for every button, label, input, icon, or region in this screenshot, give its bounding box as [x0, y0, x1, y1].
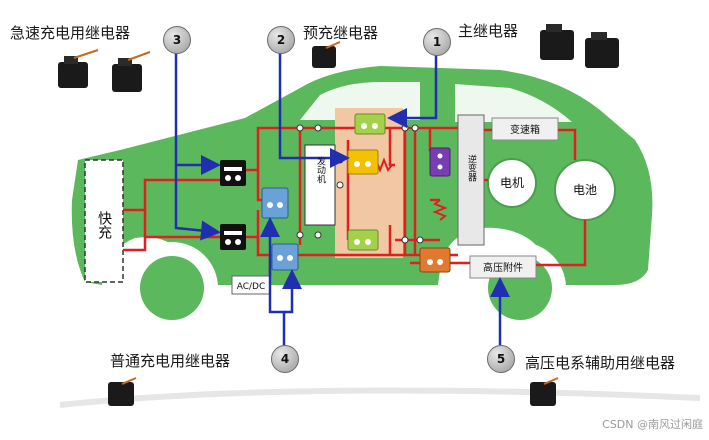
arrow-4b	[282, 269, 302, 314]
arrow-4a	[260, 217, 286, 345]
relay-photo-hv-aux	[530, 377, 559, 406]
acdc-label: AC/DC	[237, 282, 266, 292]
motor	[487, 158, 537, 208]
relay-normal-top	[261, 187, 289, 219]
label-precharge-relay: 预充继电器	[303, 24, 379, 42]
badge-5: 5	[487, 345, 515, 373]
arrow-2	[278, 52, 350, 168]
relay-main-top	[354, 113, 386, 135]
badge-1: 1	[423, 28, 451, 56]
motor-label: 电机	[500, 176, 524, 190]
fast-charge-label: 快充	[96, 211, 112, 240]
car-window-rear	[455, 84, 572, 122]
label-hv-aux-relay: 高压电系辅助用继电器	[525, 354, 676, 372]
dcdc-label: 发动机	[315, 155, 326, 184]
relay-photo-normal	[108, 377, 137, 406]
badge-3: 3	[163, 26, 191, 54]
gearbox-label: 变速箱	[510, 123, 540, 136]
arrow-3b	[174, 165, 221, 241]
hv-accessory-label: 高压附件	[483, 261, 523, 274]
battery-label: 电池	[573, 183, 597, 197]
relay-rapid-top	[220, 160, 246, 186]
watermark: CSDN @南风过闲庭	[602, 418, 703, 431]
inverter-label: 逆变器	[466, 153, 477, 181]
relay-inverter	[429, 147, 451, 177]
relay-photo-main-1	[540, 24, 574, 60]
relay-photo-precharge	[312, 41, 341, 68]
relay-photo-rapid-1	[58, 49, 99, 88]
relay-photo-rapid-2	[112, 51, 151, 92]
arrow-1	[387, 54, 438, 128]
fast-charge-port	[84, 159, 124, 283]
inverter-box	[457, 114, 485, 246]
relay-main-bottom	[347, 229, 379, 251]
relay-precharge	[347, 149, 379, 175]
badge-2: 2	[267, 26, 295, 54]
relay-photo-main-2	[585, 32, 619, 68]
relay-normal-bottom	[271, 243, 299, 271]
badge-4: 4	[271, 345, 299, 373]
relay-hv-aux	[419, 247, 451, 273]
hv-wiring	[123, 126, 587, 276]
label-rapid-charge-relay: 急速充电用继电器	[10, 24, 131, 42]
label-main-relay: 主继电器	[458, 22, 519, 40]
label-normal-charge-relay: 普通充电用继电器	[110, 352, 231, 370]
relay-rapid-bottom	[220, 224, 246, 250]
